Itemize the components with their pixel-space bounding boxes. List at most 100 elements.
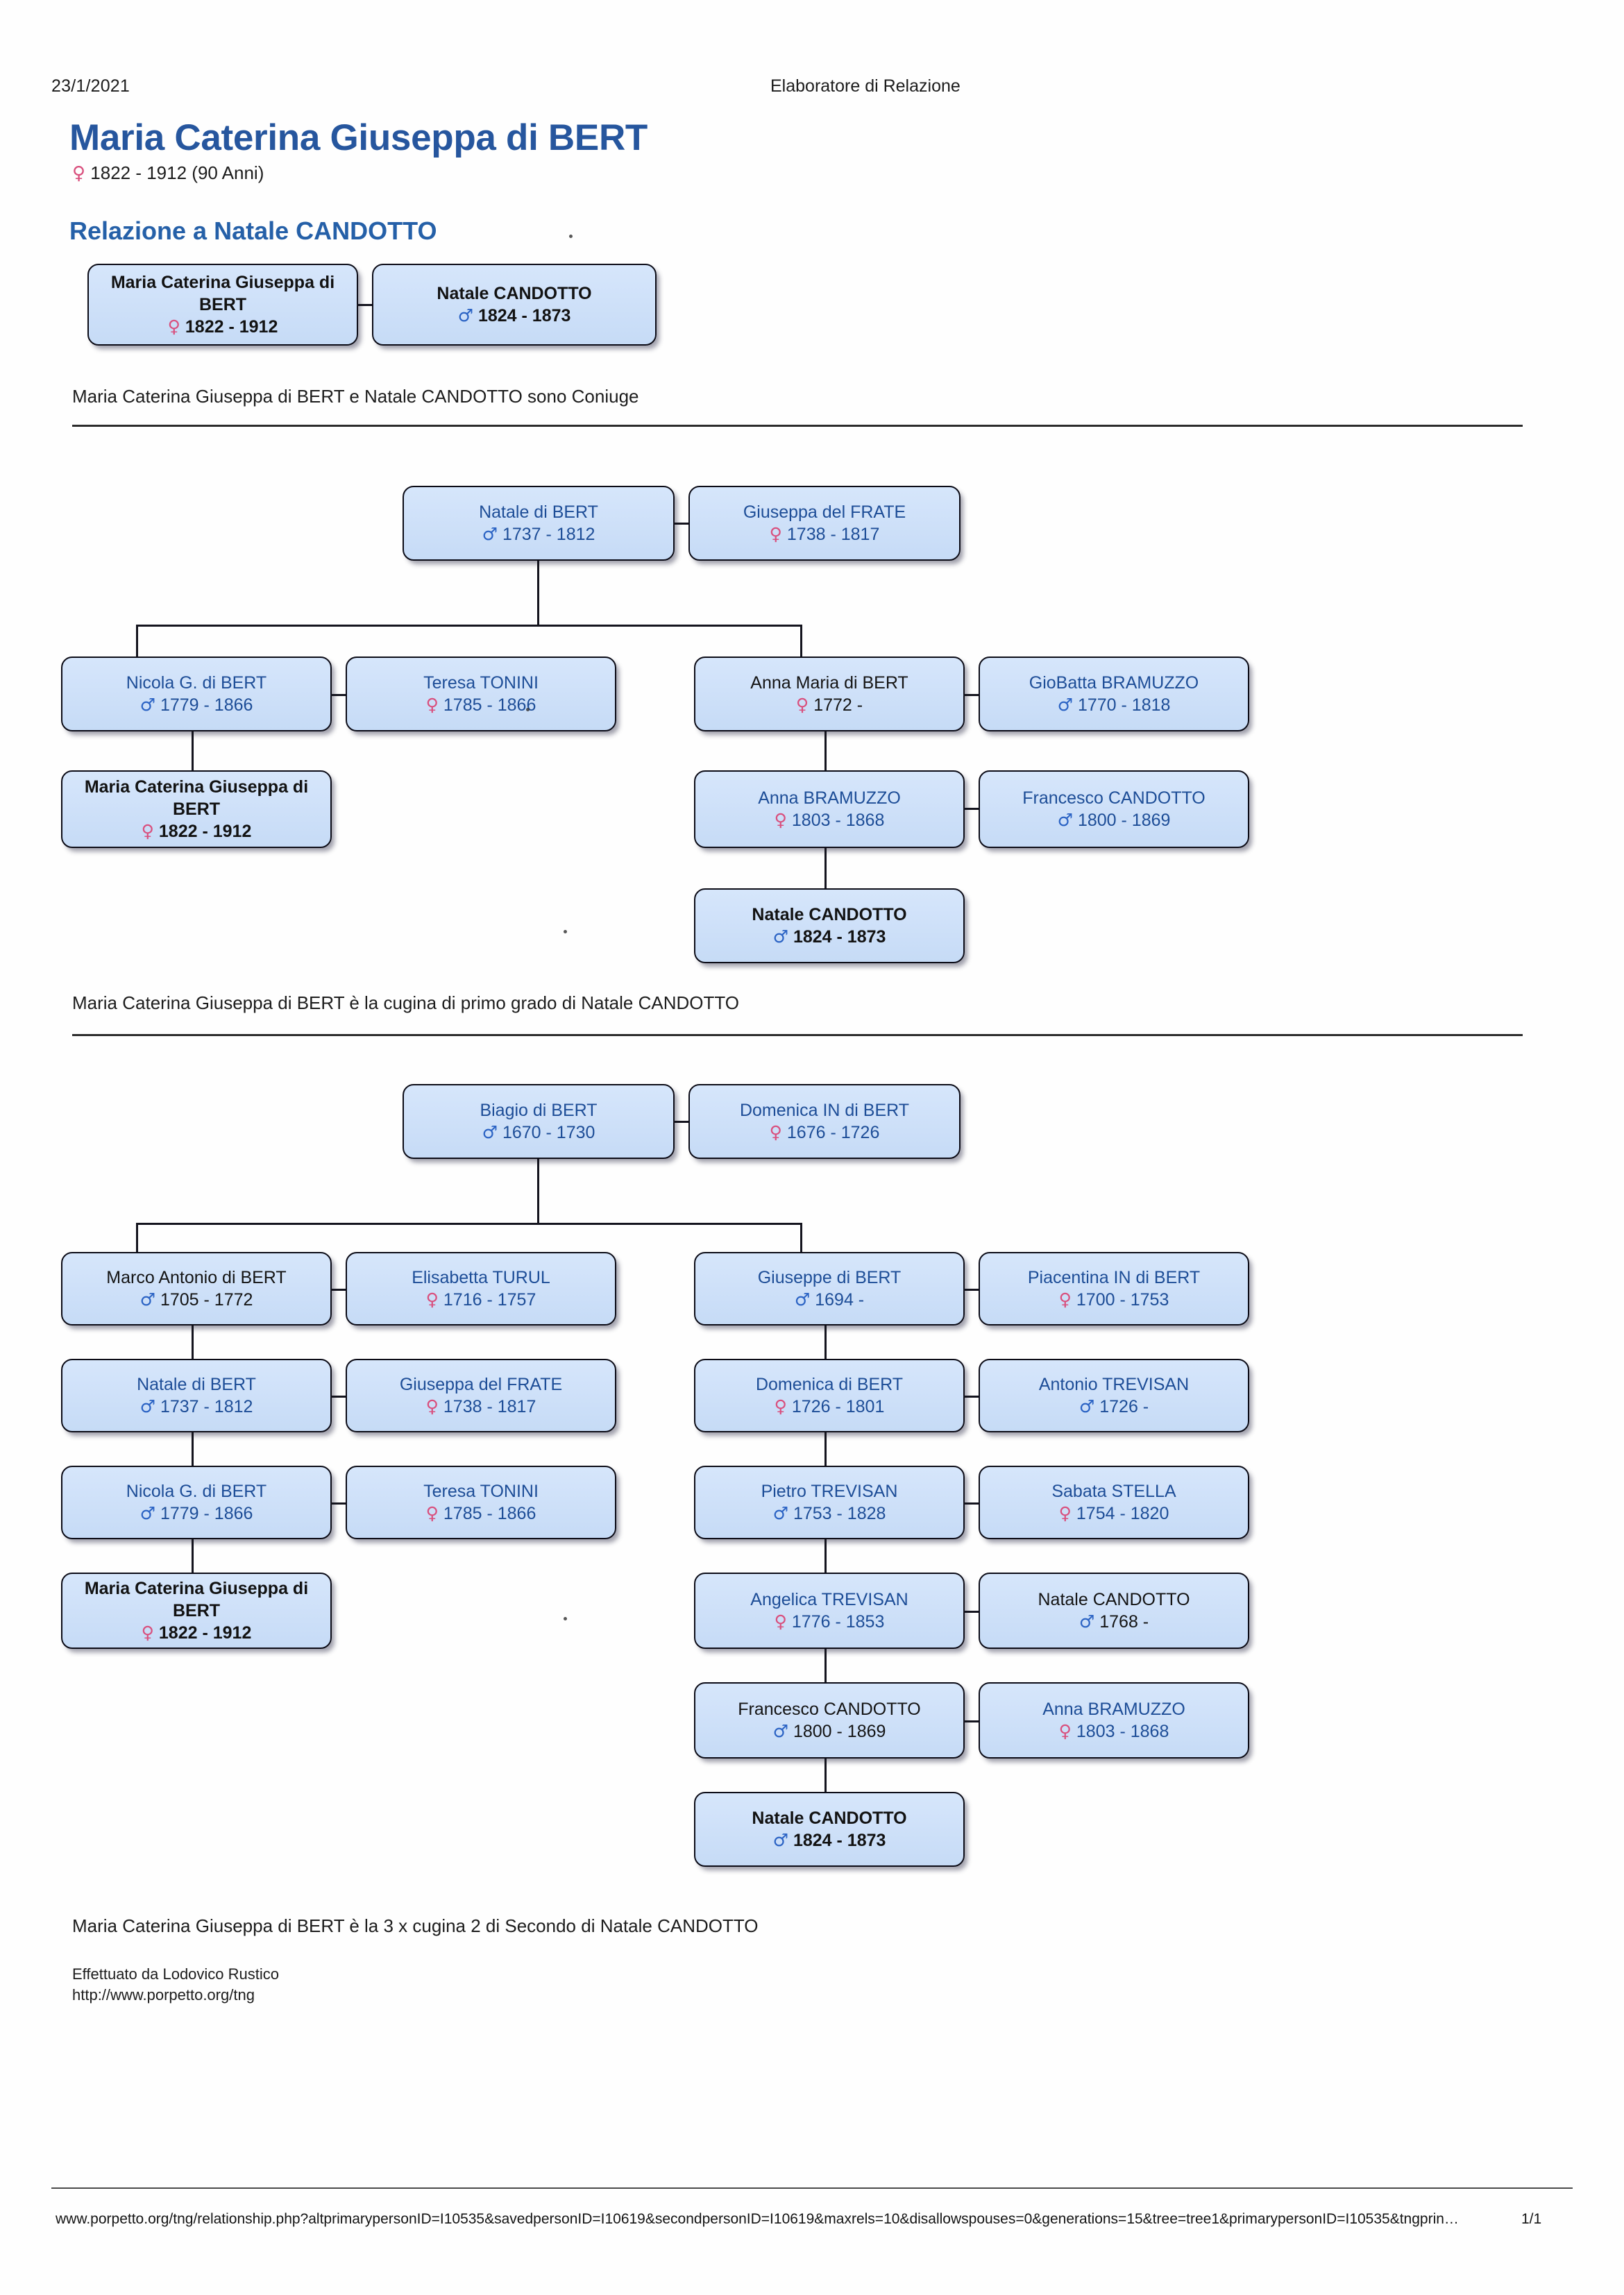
footer-page-number: 1/1 [1521,2211,1542,2227]
relationship-caption: Maria Caterina Giuseppa di BERT è la cug… [72,992,739,1013]
scan-speck [564,930,567,933]
person-box[interactable]: Giuseppe di BERT ♂ 1694 - [694,1252,965,1326]
child-connector [136,625,138,658]
person-lifespan: 1785 - 1866 [443,1504,536,1523]
person-box[interactable]: Natale CANDOTTO ♂ 1824 - 1873 [694,1792,965,1867]
person-dates: ♂ 1737 - 1812 [140,1396,253,1418]
female-symbol-icon: ♀ [141,1623,154,1643]
person-box[interactable]: Maria Caterina Giuseppa di BERT ♀ 1822 -… [87,264,358,346]
spouse-connector [330,694,347,696]
spouse-connector [673,1121,690,1123]
spouse-connector [330,1289,347,1291]
child-connector [824,1539,827,1575]
person-lifespan: 1776 - 1853 [791,1612,885,1632]
scan-speck [569,235,573,238]
person-box[interactable]: Sabata STELLA ♀ 1754 - 1820 [979,1466,1249,1539]
person-dates: ♂ 1694 - [795,1289,864,1311]
person-box[interactable]: Natale di BERT ♂ 1737 - 1812 [403,486,675,561]
person-box[interactable]: Natale CANDOTTO ♂ 1824 - 1873 [694,888,965,963]
person-box[interactable]: Giuseppa del FRATE ♀ 1738 - 1817 [346,1359,616,1432]
person-box[interactable]: Giuseppa del FRATE ♀ 1738 - 1817 [688,486,961,561]
person-dates: ♀ 1822 - 1912 [142,820,252,842]
male-symbol-icon: ♂ [772,1830,788,1850]
male-symbol-icon: ♂ [139,1289,155,1310]
person-lifespan: 1770 - 1818 [1077,695,1171,715]
document-header-label: Elaboratore di Relazione [770,76,961,96]
person-box[interactable]: Elisabetta TURUL ♀ 1716 - 1757 [346,1252,616,1326]
person-box[interactable]: Maria Caterina Giuseppa di BERT ♀ 1822 -… [61,770,332,848]
person-box[interactable]: Anna Maria di BERT ♀ 1772 - [694,657,965,731]
person-dates: ♂ 1824 - 1873 [773,926,886,948]
person-box[interactable]: Teresa TONINI ♀ 1785 - 1866 [346,657,616,731]
person-box[interactable]: Domenica IN di BERT ♀ 1676 - 1726 [688,1084,961,1159]
person-dates: ♂ 1753 - 1828 [773,1502,886,1525]
person-dates: ♂ 1800 - 1869 [773,1720,886,1743]
person-dates: ♀ 1716 - 1757 [426,1289,536,1311]
female-symbol-icon: ♀ [141,821,154,841]
person-name: Anna BRAMUZZO [758,788,901,808]
person-box[interactable]: Anna BRAMUZZO ♀ 1803 - 1868 [979,1682,1249,1759]
person-lifespan: 1726 - 1801 [791,1397,885,1416]
child-connector [192,1539,194,1575]
person-lifespan: 1700 - 1753 [1076,1290,1169,1310]
person-dates: ♀ 1700 - 1753 [1059,1289,1169,1311]
person-box[interactable]: Maria Caterina Giuseppa di BERT ♀ 1822 -… [61,1573,332,1649]
child-connector [537,561,539,626]
person-box[interactable]: Biagio di BERT ♂ 1670 - 1730 [403,1084,675,1159]
person-box[interactable]: Anna BRAMUZZO ♀ 1803 - 1868 [694,770,965,848]
female-symbol-icon: ♀ [769,1122,782,1142]
person-box[interactable]: Nicola G. di BERT ♂ 1779 - 1866 [61,1466,332,1539]
person-lifespan: 1676 - 1726 [786,1123,880,1142]
person-name: Anna BRAMUZZO [1042,1700,1185,1719]
person-box[interactable]: Natale CANDOTTO ♂ 1768 - [979,1573,1249,1649]
person-box[interactable]: Natale di BERT ♂ 1737 - 1812 [61,1359,332,1432]
person-dates: ♀ 1785 - 1866 [426,1502,536,1525]
child-connector [824,1649,827,1685]
person-lifespan: 1694 - [815,1290,865,1310]
male-symbol-icon: ♂ [1079,1396,1095,1416]
female-symbol-icon: ♀ [425,1396,439,1416]
person-name: Natale CANDOTTO [1038,1590,1190,1609]
male-symbol-icon: ♂ [482,1122,498,1142]
person-box[interactable]: Marco Antonio di BERT ♂ 1705 - 1772 [61,1252,332,1326]
person-dates: ♂ 1768 - [1079,1611,1149,1633]
spouse-connector [357,304,373,306]
person-lifespan: 1738 - 1817 [786,525,880,544]
person-lifespan: 1822 - 1912 [158,822,252,841]
print-date: 23/1/2021 [51,76,130,96]
person-box[interactable]: Antonio TREVISAN ♂ 1726 - [979,1359,1249,1432]
child-connector [800,625,802,658]
credit-url[interactable]: http://www.porpetto.org/tng [72,1986,255,2004]
person-dates: ♀ 1676 - 1726 [770,1121,880,1144]
person-dates: ♂ 1737 - 1812 [482,523,595,545]
child-connector [824,1326,827,1362]
child-connector [136,1223,138,1253]
person-box[interactable]: Natale CANDOTTO ♂ 1824 - 1873 [372,264,657,346]
person-name: Natale di BERT [479,502,598,522]
female-symbol-icon: ♀ [774,810,787,830]
person-box[interactable]: Piacentina IN di BERT ♀ 1700 - 1753 [979,1252,1249,1326]
person-box[interactable]: GioBatta BRAMUZZO ♂ 1770 - 1818 [979,657,1249,731]
person-box[interactable]: Angelica TREVISAN ♀ 1776 - 1853 [694,1573,965,1649]
person-box[interactable]: Nicola G. di BERT ♂ 1779 - 1866 [61,657,332,731]
person-lifespan: 1737 - 1812 [502,525,595,544]
person-lifespan: 1785 - 1866 [443,695,536,715]
male-symbol-icon: ♂ [772,1503,788,1523]
male-symbol-icon: ♂ [139,695,155,715]
person-box[interactable]: Francesco CANDOTTO ♂ 1800 - 1869 [694,1682,965,1759]
person-box[interactable]: Pietro TREVISAN ♂ 1753 - 1828 [694,1466,965,1539]
person-lifespan: 1726 - [1099,1397,1149,1416]
person-box[interactable]: Francesco CANDOTTO ♂ 1800 - 1869 [979,770,1249,848]
person-box[interactable]: Domenica di BERT ♀ 1726 - 1801 [694,1359,965,1432]
person-dates: ♂ 1670 - 1730 [482,1121,595,1144]
person-name: Giuseppa del FRATE [743,502,906,522]
person-dates: ♀ 1803 - 1868 [1059,1720,1169,1743]
person-box[interactable]: Teresa TONINI ♀ 1785 - 1866 [346,1466,616,1539]
spouse-connector [963,1502,980,1505]
spouse-connector [963,1611,980,1613]
female-symbol-icon: ♀ [1058,1289,1072,1310]
person-dates: ♀ 1738 - 1817 [770,523,880,545]
person-name: Sabata STELLA [1051,1482,1176,1501]
person-lifespan: 1800 - 1869 [1077,811,1171,830]
